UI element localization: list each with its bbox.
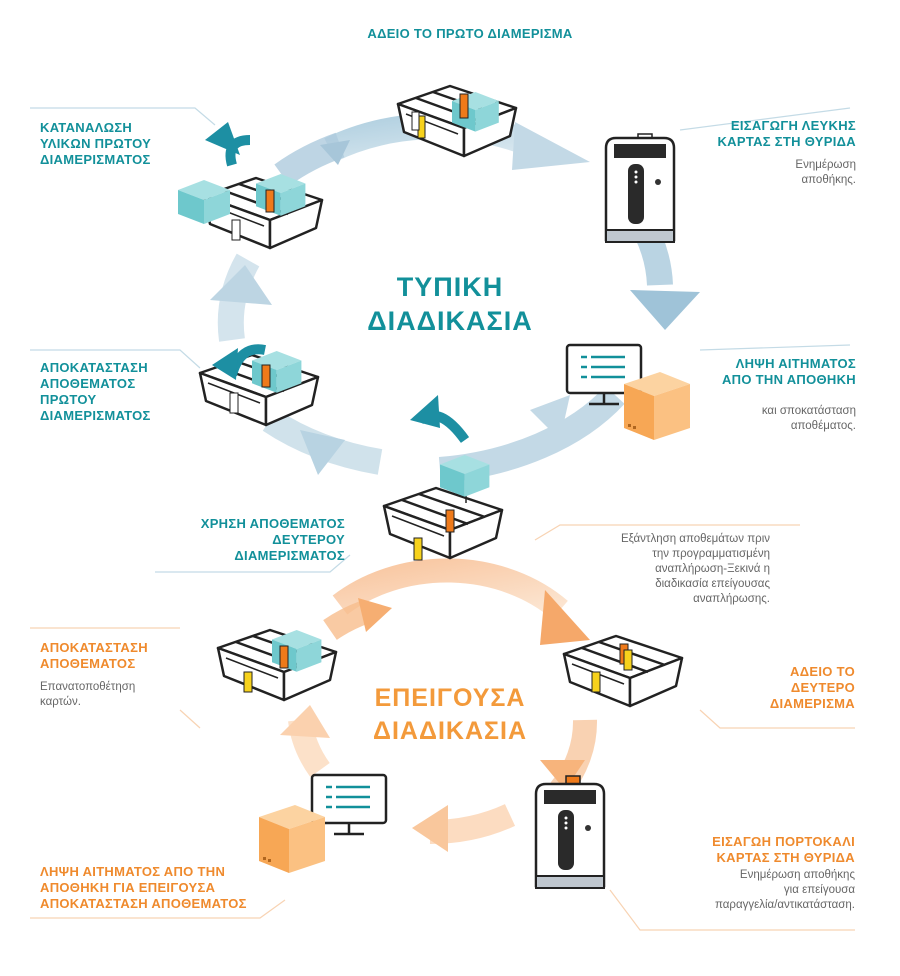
leader-lines bbox=[30, 107, 851, 573]
desc-receive-request: και σποκατάσταση αποθέματος. bbox=[761, 405, 856, 432]
label-consume-first: ΚΑΤΑΝΑΛΩΣΗ ΥΛΙΚΩΝ ΠΡΩΤΟΥ ΔΙΑΜΕΡΙΣΜΑΤΟΣ bbox=[40, 120, 152, 167]
tray-restore-first bbox=[198, 351, 320, 427]
label-use-second: ΧΡΗΣΗ ΑΠΟΘΕΜΑΤΟΣ ΔΕΥΤΕΡΟΥ ΔΙΑΜΕΡΙΣΜΑΤΟΣ bbox=[200, 516, 345, 563]
label-insert-orange-card: ΕΙΣΑΓΩΗ ΠΟΡΤΟΚΑΛΙ ΚΑΡΤΑΣ ΣΤΗ ΘΥΡΙΔΑ bbox=[712, 834, 855, 865]
urgent-request-box bbox=[259, 805, 325, 873]
urgent-title-line1: ΕΠΕΙΓΟΥΣΑ bbox=[374, 684, 526, 712]
desc-depletion: Εξάντληση αποθεμάτων πριν την προγραμματ… bbox=[621, 533, 770, 605]
tray-empty-first bbox=[396, 84, 518, 158]
leader-lines-orange bbox=[30, 524, 855, 931]
label-empty-second: ΑΔΕΙΟ ΤΟ ΔΕΥΤΕΡΟ ΔΙΑΜΕΡΙΣΜΑ bbox=[769, 664, 855, 711]
curved-arrow-up bbox=[410, 395, 470, 443]
tray-use-second bbox=[382, 486, 504, 561]
desc-insert-orange-card: Ενημέρωση αποθήκης για επείγουσα παραγγε… bbox=[715, 869, 855, 911]
terminal-white-card bbox=[604, 133, 676, 244]
tray-empty-second bbox=[562, 634, 684, 708]
desc-restore-urgent: Επανατοποθέτηση καρτών. bbox=[40, 681, 136, 708]
standard-process-title: ΤΥΠΙΚΗ ΔΙΑΔΙΚΑΣΙΑ bbox=[330, 270, 570, 338]
teal-box-lifted bbox=[440, 455, 490, 503]
label-empty-first: ΑΔΕΙΟ ΤΟ ΠΡΩΤΟ ΔΙΑΜΕΡΙΣΜΑ bbox=[367, 26, 573, 41]
label-urgent-request: ΛΗΨΗ ΑΙΤΗΜΑΤΟΣ ΑΠΟ ΤΗΝ ΑΠΟΘΗΚΗ ΓΙΑ ΕΠΕΙΓ… bbox=[40, 864, 247, 911]
label-restore-first: ΑΠΟΚΑΤΑΣΤΑΣΗ ΑΠΟΘΕΜΑΤΟΣ ΠΡΩΤΟΥ ΔΙΑΜΕΡΙΣΜ… bbox=[40, 360, 151, 423]
terminal-orange-card bbox=[534, 775, 606, 890]
urgent-cycle-arrows bbox=[280, 558, 597, 852]
tray-restore-urgent bbox=[216, 628, 338, 702]
standard-title-line2: ΔΙΑΔΙΚΑΣΙΑ bbox=[367, 306, 533, 336]
label-insert-white-card: ΕΙΣΑΓΩΓΗ ΛΕΥΚΗΣ ΚΑΡΤΑΣ ΣΤΗ ΘΥΡΙΔΑ bbox=[717, 118, 856, 149]
urgent-process-title: ΕΠΕΙΓΟΥΣΑ ΔΙΑΔΙΚΑΣΙΑ bbox=[340, 682, 560, 748]
tray-consume-first bbox=[202, 174, 324, 250]
curved-arrow-consume bbox=[205, 122, 251, 167]
curved-arrow-restore bbox=[212, 344, 266, 380]
desc-insert-white-card: Ενημέρωση αποθήκης. bbox=[795, 159, 856, 186]
urgent-title-line2: ΔΙΑΔΙΚΑΣΙΑ bbox=[373, 717, 527, 745]
label-restore-urgent: ΑΠΟΚΑΤΑΣΤΑΣΗ ΑΠΟΘΕΜΑΤΟΣ bbox=[40, 640, 148, 671]
label-receive-request: ΛΗΨΗ ΑΙΤΗΜΑΤΟΣ ΑΠΟ ΤΗΝ ΑΠΟΘΗΚΗ bbox=[721, 356, 856, 387]
standard-title-line1: ΤΥΠΙΚΗ bbox=[396, 272, 504, 302]
